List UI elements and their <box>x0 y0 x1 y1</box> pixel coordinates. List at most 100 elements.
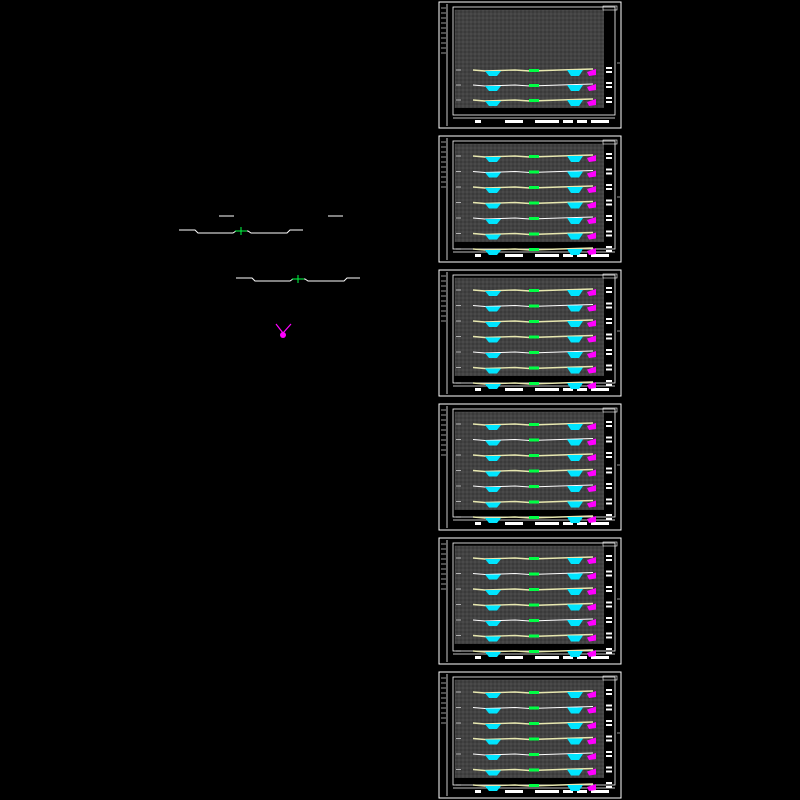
centerline-mark <box>529 186 539 189</box>
cross-section-row <box>456 333 612 343</box>
cross-section-row <box>456 67 612 76</box>
cut-fill-left <box>485 518 501 523</box>
cross-section-row <box>456 720 612 729</box>
centerline-mark <box>529 691 539 694</box>
elevation-label <box>606 246 612 248</box>
centerline-mark <box>529 335 539 339</box>
sheet-outer-frame <box>438 671 622 799</box>
ground-profile <box>472 247 594 251</box>
cut-fill-right <box>567 439 583 446</box>
ditch-mark <box>587 304 596 312</box>
elevation-label <box>606 648 612 650</box>
cut-fill-left <box>485 337 501 343</box>
cut-fill-right <box>567 501 583 508</box>
title-block-text <box>577 790 587 793</box>
ditch-mark <box>587 423 596 430</box>
cut-fill-right <box>567 738 583 745</box>
cut-fill-right <box>567 707 583 714</box>
elevation-label <box>606 636 612 639</box>
ground-profile <box>472 170 594 174</box>
elevation-label <box>606 770 612 773</box>
title-block-text <box>535 522 559 525</box>
ground-profile <box>472 365 594 370</box>
elevation-label <box>606 82 612 84</box>
elevation-label <box>606 364 612 367</box>
centerline-mark <box>529 588 539 591</box>
ground-profile <box>472 304 594 308</box>
cross-section-row <box>456 751 612 760</box>
title-block-text <box>475 388 481 391</box>
title-block-text <box>577 388 587 391</box>
cut-fill-left <box>485 203 501 209</box>
centerline-mark <box>529 155 539 158</box>
centerline-mark <box>529 469 539 473</box>
cut-fill-left <box>485 621 501 626</box>
drawing-sheet <box>438 269 622 397</box>
elevation-label <box>606 97 612 99</box>
cross-section-row <box>456 287 612 296</box>
centerline-mark <box>529 170 539 174</box>
ground-profile <box>472 98 594 102</box>
elevation-label <box>606 368 612 371</box>
title-block-text <box>563 388 573 391</box>
centerline-mark <box>529 84 539 87</box>
elevation-label <box>606 184 612 186</box>
title-block-text <box>563 656 573 659</box>
cut-fill-right <box>567 156 583 162</box>
elevation-label <box>606 739 612 742</box>
elevation-label <box>606 559 612 561</box>
cut-fill-right <box>567 573 583 580</box>
cut-fill-right <box>567 558 583 564</box>
ground-profile <box>472 319 594 323</box>
ditch-mark <box>587 469 596 477</box>
ditch-mark <box>587 232 596 240</box>
elevation-label <box>606 590 612 592</box>
centerline-mark <box>529 634 539 638</box>
ground-profile <box>472 83 594 87</box>
grid-area <box>455 10 604 108</box>
elevation-label <box>606 333 612 336</box>
title-block-text <box>577 656 587 659</box>
title-block-text <box>505 656 523 659</box>
sheet-number-box <box>602 139 618 145</box>
sheet-number-box <box>602 675 618 681</box>
centerline-mark <box>529 289 539 292</box>
cross-section-row <box>456 586 612 595</box>
sheet-column <box>438 1 622 799</box>
cross-section-row <box>456 184 612 193</box>
cut-fill-left <box>485 306 501 312</box>
elevation-label <box>606 421 612 423</box>
centerline-mark <box>529 201 539 205</box>
ground-profile <box>472 422 594 426</box>
elevation-label <box>606 704 612 707</box>
cross-section-row <box>456 766 612 776</box>
ditch-mark <box>587 650 596 657</box>
elevation-label <box>606 502 612 505</box>
cut-fill-right <box>567 620 583 626</box>
title-block-text <box>475 656 481 659</box>
title-block-text <box>577 254 587 257</box>
ground-profile <box>472 633 594 638</box>
title-block-text <box>591 254 609 257</box>
grid-area <box>455 144 604 242</box>
elevation-label <box>606 735 612 738</box>
elevation-label <box>606 219 612 221</box>
elevation-label <box>606 250 612 252</box>
centerline-mark <box>529 454 539 457</box>
elevation-label <box>606 101 612 103</box>
cross-section-row <box>456 349 612 358</box>
elevation-label <box>606 452 612 454</box>
cut-fill-right <box>567 336 583 343</box>
cut-fill-left <box>485 71 501 76</box>
cross-section-row <box>456 570 612 580</box>
centerline-mark <box>529 753 539 756</box>
cut-fill-left <box>485 652 501 657</box>
ground-profile <box>472 556 594 560</box>
centerline-mark <box>529 650 539 653</box>
cross-section-row <box>456 483 612 492</box>
ditch-mark <box>587 69 596 76</box>
centerline-mark <box>529 232 539 236</box>
ditch-mark <box>587 500 596 508</box>
elevation-label <box>606 755 612 757</box>
